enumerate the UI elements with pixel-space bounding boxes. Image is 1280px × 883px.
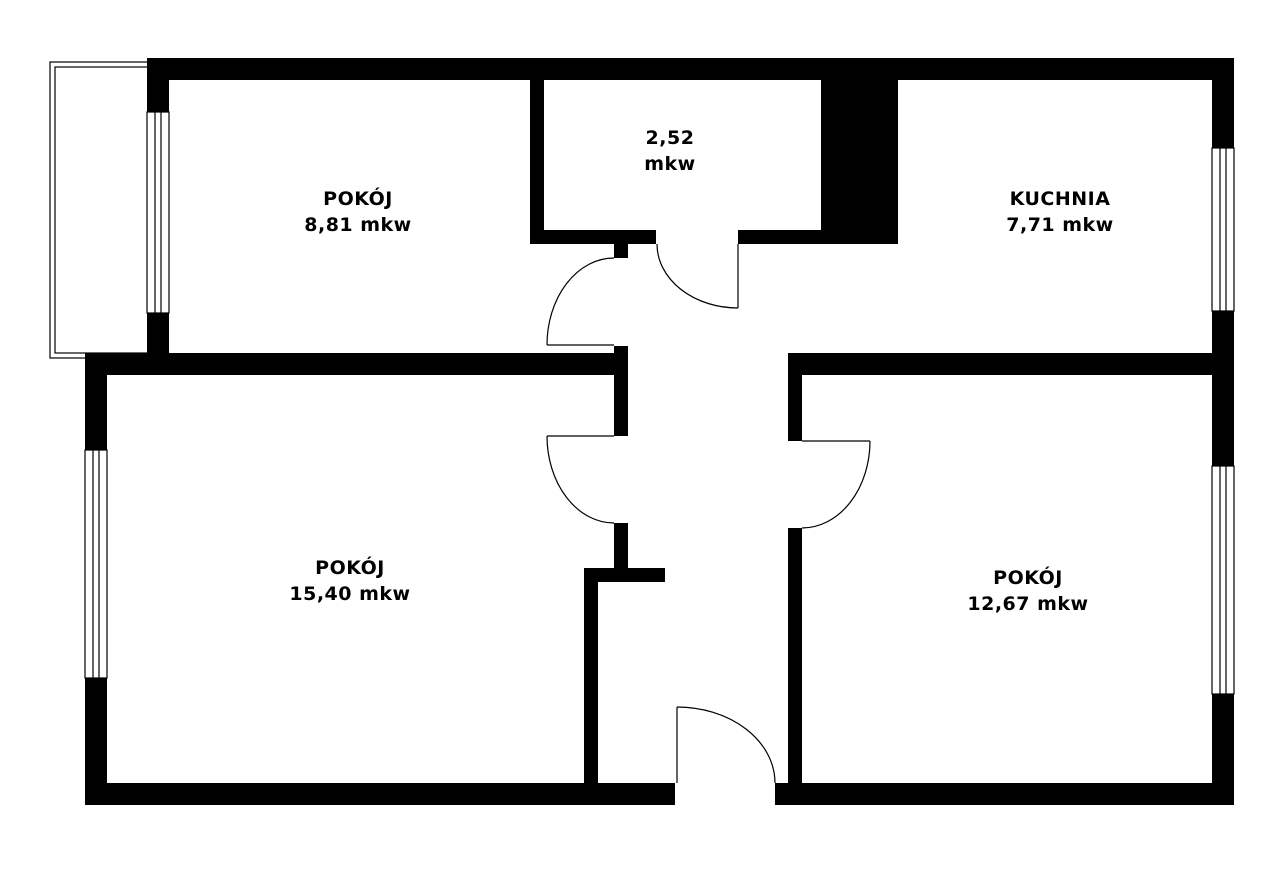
room-label-pokoj-large: POKÓJ 15,40 mkw bbox=[289, 555, 410, 607]
wall-lower-left-a bbox=[85, 353, 107, 450]
wall-top bbox=[147, 58, 1234, 80]
door-wc bbox=[656, 243, 739, 309]
door-entrance bbox=[676, 706, 776, 784]
wall-right-b bbox=[1212, 311, 1234, 466]
room-name: POKÓJ bbox=[315, 557, 385, 579]
wall-wc-left bbox=[530, 78, 544, 244]
wall-bottom-left bbox=[85, 783, 675, 805]
window-large-room bbox=[84, 449, 108, 679]
windows bbox=[84, 111, 1235, 695]
room-name: POKÓJ bbox=[993, 567, 1063, 589]
window-kitchen bbox=[1211, 147, 1235, 312]
wall-mid-right bbox=[788, 353, 1234, 375]
wall-mid-left bbox=[85, 353, 628, 375]
room-label-pokoj-small: POKÓJ 8,81 mkw bbox=[304, 186, 411, 238]
wall-corridor-stub bbox=[584, 568, 665, 582]
room-name: 2,52 bbox=[645, 127, 695, 149]
balcony bbox=[49, 61, 151, 359]
room-area: 15,40 mkw bbox=[289, 583, 411, 605]
outer-walls bbox=[85, 58, 1234, 805]
wall-bottom-right bbox=[775, 783, 1234, 805]
door-large-room bbox=[546, 435, 615, 524]
door-right-room bbox=[801, 440, 871, 529]
wall-corridor-right-b bbox=[788, 528, 802, 783]
room-label-wc: 2,52 mkw bbox=[644, 125, 696, 177]
door-small-room bbox=[546, 257, 615, 346]
room-label-kuchnia: KUCHNIA 7,71 mkw bbox=[1006, 186, 1113, 238]
wall-corridor-right-a bbox=[788, 353, 802, 441]
room-area: 7,71 mkw bbox=[1006, 214, 1114, 236]
wall-right-a bbox=[1212, 58, 1234, 148]
window-small-room bbox=[146, 111, 170, 314]
room-name: POKÓJ bbox=[323, 188, 393, 210]
room-name: KUCHNIA bbox=[1009, 188, 1111, 210]
ventilation-shaft bbox=[821, 78, 898, 244]
room-label-pokoj-right: POKÓJ 12,67 mkw bbox=[967, 565, 1088, 617]
wall-right-c bbox=[1212, 694, 1234, 805]
window-right-room bbox=[1211, 465, 1235, 695]
wall-corridor-left-b bbox=[614, 346, 628, 436]
room-area: 8,81 mkw bbox=[304, 214, 412, 236]
doors bbox=[546, 243, 871, 784]
wall-upper-left-a bbox=[147, 58, 169, 112]
wall-lower-left-b bbox=[85, 678, 107, 805]
wall-corridor-left-c bbox=[614, 523, 628, 575]
interior-walls bbox=[85, 78, 1234, 783]
room-area: 12,67 mkw bbox=[967, 593, 1089, 615]
wall-wc-bottom-left bbox=[530, 230, 656, 244]
wall-closet-left bbox=[584, 568, 598, 783]
room-area: mkw bbox=[644, 153, 696, 175]
wall-corridor-left-a bbox=[614, 244, 628, 258]
